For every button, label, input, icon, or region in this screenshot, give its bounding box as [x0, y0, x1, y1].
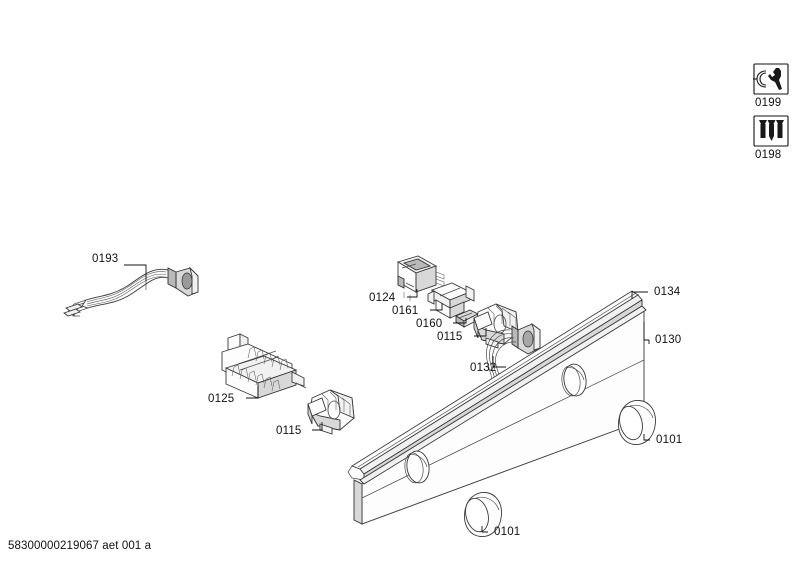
leader-0130 — [643, 322, 650, 344]
part-0132-wire-harness — [486, 322, 541, 384]
part-label-0130: 0130 — [655, 334, 681, 346]
part-label-0161: 0161 — [392, 305, 418, 317]
icon-label-0199: 0199 — [755, 97, 781, 109]
panel-knob-mounted-right — [561, 363, 587, 397]
leader-0101-front — [481, 526, 488, 533]
part-label-0115-upper: 0115 — [437, 331, 463, 343]
leader-0125 — [246, 386, 259, 399]
leader-0115-lower — [312, 422, 323, 431]
part-label-0101-front: 0101 — [494, 526, 520, 538]
part-label-0125: 0125 — [208, 393, 234, 405]
leader-0134 — [631, 291, 648, 299]
part-label-0134: 0134 — [654, 286, 681, 298]
part-0134-top-trim-rail — [347, 290, 643, 481]
icon-box-0198[interactable]: 0198 — [753, 115, 789, 161]
icon-box-0199[interactable]: 0199 — [753, 63, 789, 109]
leader-0161 — [430, 303, 443, 311]
wrench-tool-icon — [753, 68, 782, 90]
part-0101-control-knob-front — [464, 492, 502, 537]
part-0125-switch-terminal-block — [221, 333, 307, 399]
part-label-0124: 0124 — [369, 292, 396, 304]
part-0160-retaining-clip — [455, 309, 480, 328]
part-label-0132: 0132 — [470, 362, 496, 374]
part-label-0160: 0160 — [416, 318, 442, 330]
panel-knob-mounted-left — [404, 450, 430, 484]
part-0124-thermostat-module — [396, 255, 445, 301]
icon-label-0198: 0198 — [755, 149, 781, 161]
part-label-0193: 0193 — [92, 253, 118, 265]
leader-0132 — [492, 356, 506, 368]
part-0161-mounting-bracket — [427, 282, 475, 319]
leader-0115-upper — [474, 328, 487, 337]
part-0130-control-fascia-panel — [353, 305, 647, 525]
part-label-0115-lower: 0115 — [276, 425, 302, 437]
footer-document-id: 58300000219067 aet 001 a — [8, 540, 152, 552]
leader-0124 — [407, 289, 418, 298]
leader-0101-right — [643, 434, 650, 441]
screws-icon — [759, 120, 784, 141]
leader-0160 — [453, 318, 467, 324]
part-0115-rotary-switch-upper — [473, 303, 519, 349]
part-0101-control-knob-right — [618, 400, 656, 445]
part-0193-ribbon-cable-harness — [63, 266, 199, 317]
leader-0193 — [124, 264, 147, 281]
part-label-0101-right: 0101 — [656, 434, 682, 446]
part-0115-rotary-switch-lower — [307, 389, 355, 435]
